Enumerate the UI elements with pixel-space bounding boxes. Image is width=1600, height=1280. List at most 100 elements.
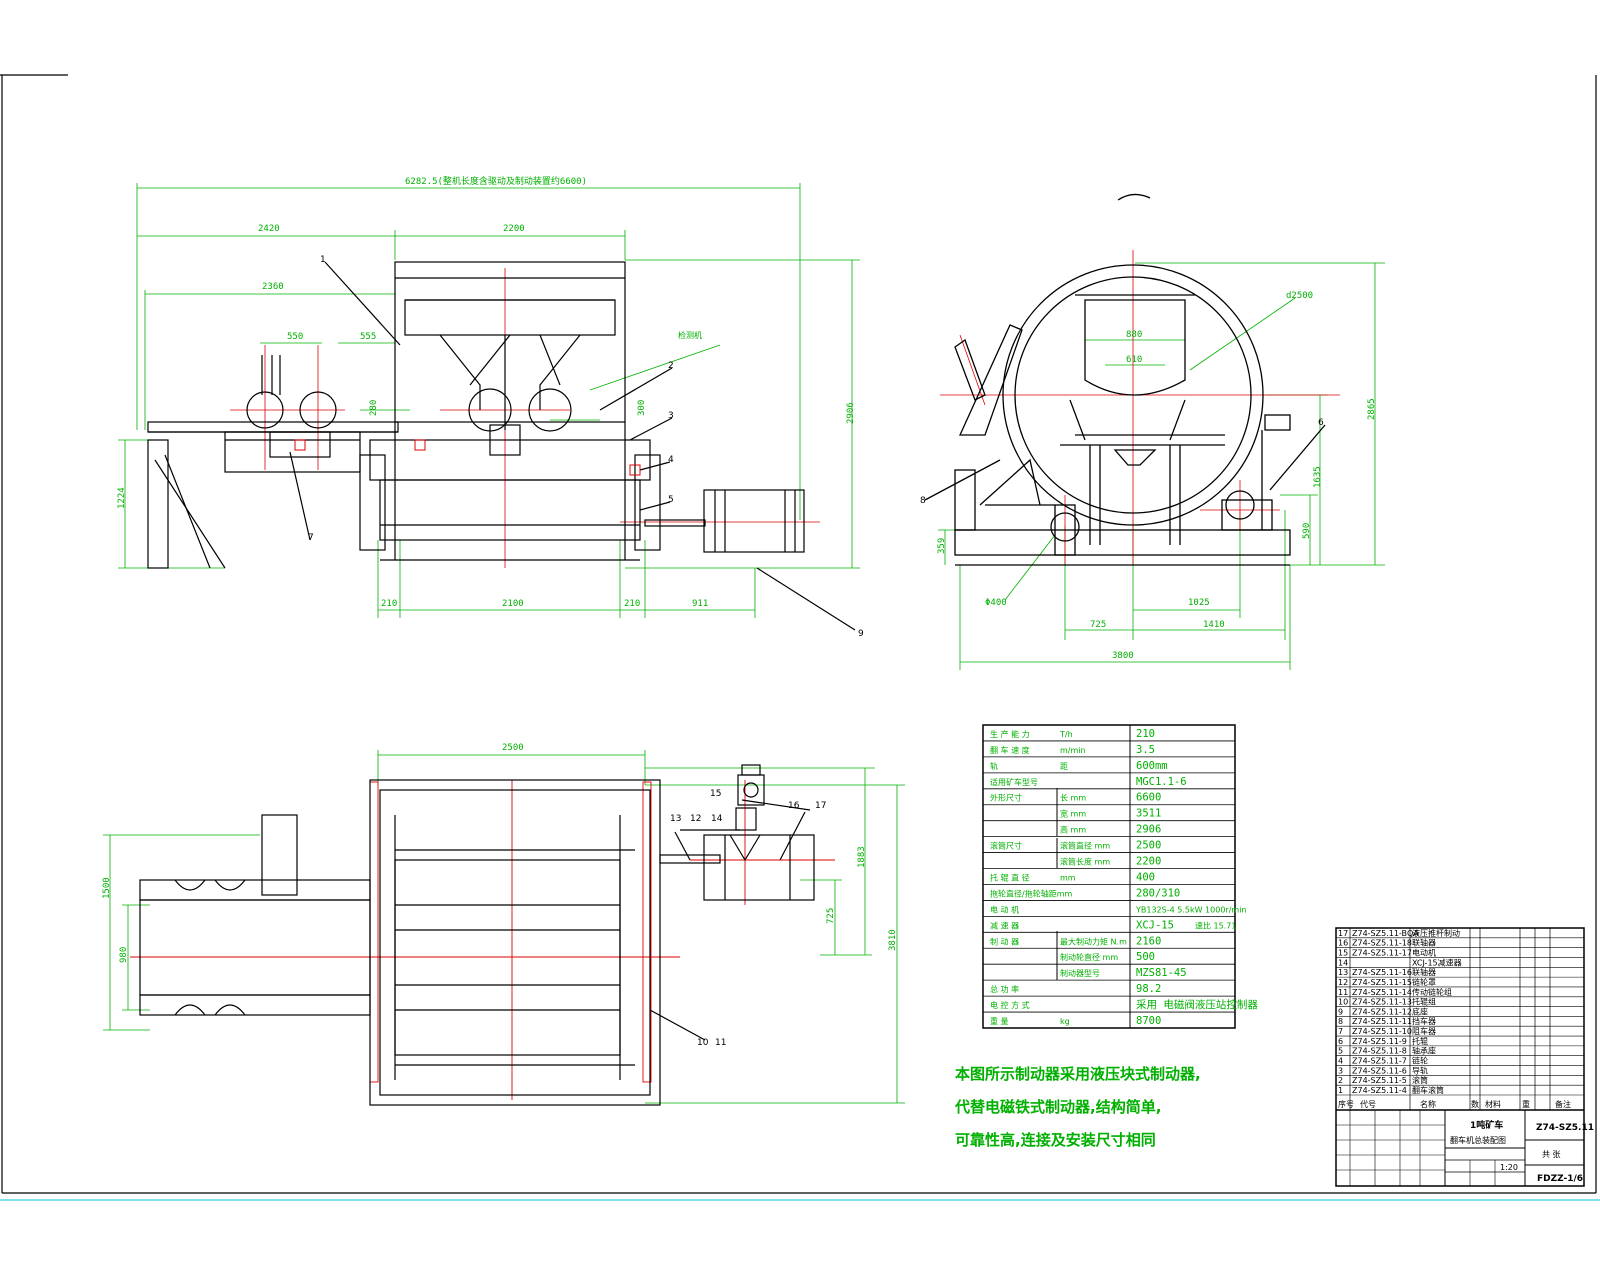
part-code: Z74-SZ5.11-4 [1352, 1086, 1407, 1095]
scale: 1:20 [1500, 1163, 1518, 1172]
spec-row-label: 电 动 机 [990, 904, 1019, 914]
spec-row-value: 210 [1136, 728, 1155, 740]
dim-725-plan: 725 [826, 908, 836, 924]
callout-16: 16 [788, 801, 800, 811]
spec-row-label: 电 控 方 式 [990, 1000, 1030, 1010]
dim-911: 911 [692, 599, 708, 609]
spec-row-label: 生 产 能 力 [990, 729, 1030, 739]
dim-1224: 1224 [117, 487, 127, 509]
dim-300: 300 [637, 400, 647, 416]
spec-row-value: 2500 [1136, 840, 1161, 852]
spec-row-label: 总 功 率 [990, 984, 1019, 994]
part-code: Z74-SZ5.11-BQA [1352, 929, 1419, 938]
spec-row-value: 2160 [1136, 935, 1161, 947]
part-name: 挡车器 [1412, 1016, 1436, 1026]
parts-header-cell: 材料 [1485, 1099, 1501, 1109]
dim-2500-plan: 2500 [502, 743, 524, 753]
spec-row-extra: 速比 15.71 [1195, 920, 1236, 930]
spec-row-label: 外形尺寸 [990, 793, 1022, 803]
dim-3810: 3810 [888, 929, 898, 951]
part-number: 5 [1338, 1047, 1343, 1056]
spec-row-value: MGC1.1-6 [1136, 776, 1187, 788]
spec-row-unit: mm [1060, 873, 1076, 882]
dim-2100: 2100 [502, 599, 524, 609]
part-code: Z74-SZ5.11-10 [1352, 1027, 1412, 1036]
part-code: Z74-SZ5.11-12 [1352, 1007, 1412, 1016]
part-code: Z74-SZ5.11-6 [1352, 1066, 1407, 1075]
dim-1635: 1635 [1313, 466, 1323, 488]
spec-row-unit: 制动轮直径 mm [1060, 952, 1118, 962]
part-number: 3 [1338, 1066, 1343, 1075]
spec-row-unit: kg [1060, 1017, 1070, 1026]
part-name: 电动机 [1412, 947, 1436, 957]
part-name: 传动链轮组 [1412, 987, 1452, 997]
part-number: 2 [1338, 1076, 1343, 1085]
dim-880: 880 [1126, 330, 1142, 340]
part-code: Z74-SZ5.11-7 [1352, 1057, 1407, 1066]
part-number: 10 [1338, 998, 1348, 1007]
drawing-code: FDZZ-1/6 [1537, 1174, 1583, 1184]
plan-view: 2500 1500 980 1883 725 3810 10 11 12 13 … [102, 743, 905, 1106]
spec-row-value: 采用 电磁阀液压站控制器 [1136, 998, 1258, 1011]
callout-9: 9 [858, 629, 864, 639]
part-name: XCJ-15减速器 [1412, 957, 1462, 967]
callout-4: 4 [668, 455, 674, 465]
dim-280: 280 [369, 400, 379, 416]
part-number: 1 [1338, 1086, 1343, 1095]
spec-row-value: XCJ-15 [1136, 919, 1174, 931]
dim-550: 550 [287, 332, 303, 342]
part-name: 导轨 [1412, 1065, 1428, 1075]
parts-header-cell: 名称 [1420, 1099, 1436, 1109]
callout-8: 8 [920, 496, 926, 506]
part-name: 轴承座 [1412, 1046, 1436, 1056]
part-name: 托辊组 [1412, 997, 1436, 1007]
spec-row-label: 适用矿车型号 [990, 777, 1038, 787]
callout-7: 7 [308, 533, 314, 543]
spec-row-unit: 距 [1060, 762, 1068, 771]
spec-row-unit: 滚筒长度 mm [1060, 857, 1110, 867]
spec-row-label: 重 量 [990, 1016, 1009, 1026]
part-code: Z74-SZ5.11-9 [1352, 1037, 1407, 1046]
dim-2865: 2865 [1367, 398, 1377, 420]
sheet-count: 共 张 [1542, 1150, 1561, 1159]
part-name: 链轮 [1412, 1056, 1428, 1066]
part-number: 6 [1338, 1037, 1343, 1046]
note-line-3: 可靠性高,连接及安装尺寸相同 [955, 1131, 1156, 1149]
spec-row-unit: m/min [1060, 746, 1086, 755]
dim-725: 725 [1090, 620, 1106, 630]
dim-1883: 1883 [857, 846, 867, 868]
dim-1500: 1500 [102, 877, 112, 899]
dim-overall-length: 6282.5(整机长度含驱动及制动装置约6600) [405, 175, 587, 187]
spec-row-value: 500 [1136, 951, 1155, 963]
note-line-2: 代替电磁铁式制动器,结构简单, [954, 1098, 1161, 1116]
part-number: 13 [1338, 968, 1348, 977]
part-number: 12 [1338, 978, 1348, 987]
spec-row-label: 托 辊 直 径 [990, 872, 1030, 882]
dim-2420: 2420 [258, 224, 280, 234]
spec-row-value: 8700 [1136, 1015, 1161, 1027]
spec-row-value: 2200 [1136, 856, 1161, 868]
part-name: 托辊 [1412, 1036, 1428, 1046]
callout-12: 12 [690, 814, 701, 824]
spec-row-value: 6600 [1136, 792, 1161, 804]
part-name: 滚筒 [1412, 1075, 1428, 1085]
dim-555: 555 [360, 332, 376, 342]
part-number: 4 [1338, 1057, 1343, 1066]
callout-3: 3 [668, 411, 674, 421]
part-name: 联轴器 [1412, 938, 1436, 948]
dim-610: 610 [1126, 355, 1142, 365]
callout-10: 10 [697, 1038, 709, 1048]
parts-header-cell: 数 [1471, 1099, 1479, 1109]
spec-row-unit: 制动器型号 [1060, 968, 1100, 978]
callout-6: 6 [1318, 418, 1324, 428]
part-name: 液压推杆制动 [1412, 928, 1460, 938]
spec-row-value: MZS81-45 [1136, 967, 1187, 979]
part-code: Z74-SZ5.11-18 [1352, 939, 1412, 948]
drawing-number: Z74-SZ5.11 [1536, 1123, 1594, 1133]
dim-phi400: Φ400 [985, 598, 1007, 608]
spec-row-label: 拖轮直径/拖轮轴距mm [990, 888, 1072, 898]
spec-row-value: 3.5 [1136, 744, 1155, 756]
